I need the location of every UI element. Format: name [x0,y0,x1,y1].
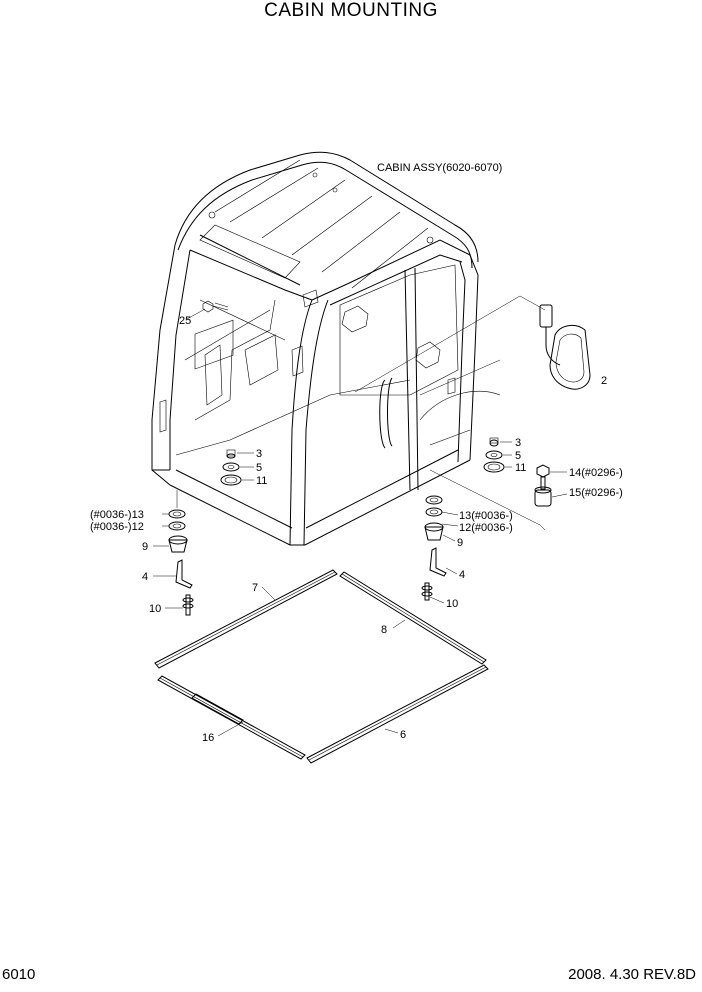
callout-3-left: 3 [256,448,262,460]
callout-12-left: (#0036-)12 [90,521,144,533]
mirror-assembly [354,295,591,396]
callout-12-right: 12(#0036-) [459,522,513,534]
date-revision: 2008. 4.30 REV.8D [568,966,696,983]
callout-5-left: 5 [256,462,262,474]
left-mount-stack [220,449,254,486]
callout-labels: CABIN ASSY(6020-6070) 2 3 5 11 3 5 11 14… [90,162,623,744]
callout-4-left: 4 [142,571,148,583]
bolt-and-spacer [534,464,568,507]
callout-11-left: 11 [256,475,267,487]
page-number: 6010 [2,966,36,983]
callout-5-right: 5 [515,450,521,462]
right-mount-stack [429,437,546,531]
cabin-assembly [151,151,501,546]
assembly-note: CABIN ASSY(6020-6070) [377,162,502,174]
callout-8: 8 [381,624,387,636]
callout-3-right: 3 [515,437,521,449]
callout-13-right: 13(#0036-) [459,510,513,522]
callout-15: 15(#0296-) [569,487,623,499]
callout-11-right: 11 [515,462,526,474]
right-mount [421,495,459,604]
callout-16: 16 [202,732,214,744]
callout-4-right: 4 [459,569,465,581]
callout-13-left: (#0036-)13 [90,509,144,521]
callout-10-left: 10 [149,603,161,615]
bolt-25 [186,300,229,320]
callout-2: 2 [601,375,607,387]
seal-strips [154,569,489,764]
callout-6: 6 [400,729,406,741]
callout-10-right: 10 [446,598,458,610]
page-title: CABIN MOUNTING [264,0,438,21]
left-mount [153,490,194,616]
callout-14: 14(#0296-) [569,467,623,479]
callout-25: 25 [179,315,191,327]
callout-9-left: 9 [142,541,148,553]
callout-7: 7 [252,582,258,594]
callout-9-right: 9 [457,537,463,549]
